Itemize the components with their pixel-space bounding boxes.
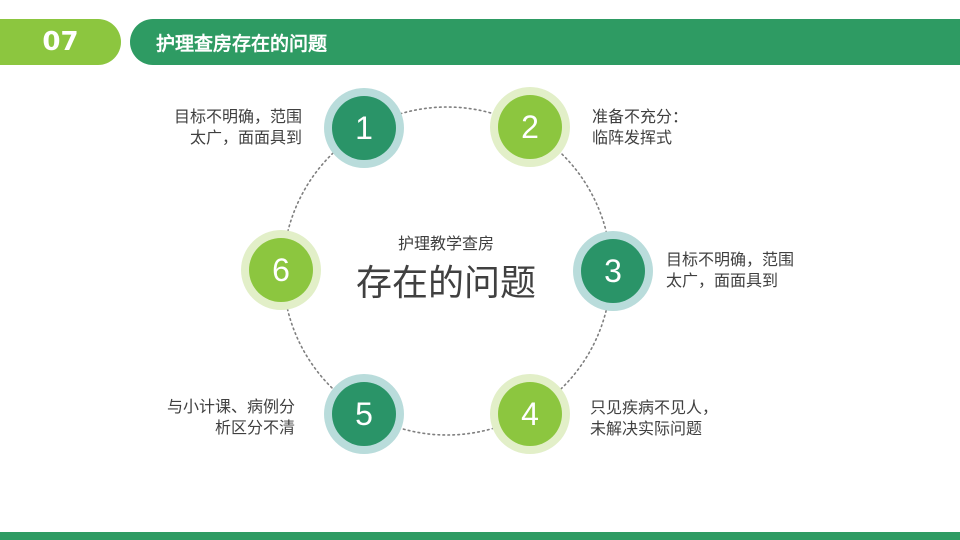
node-3: 3 xyxy=(573,231,653,311)
node-6: 6 xyxy=(241,230,321,310)
node-2-label: 准备不充分： 临阵发挥式 xyxy=(592,106,688,148)
node-3-label-line-1: 目标不明确，范围 xyxy=(666,250,795,269)
node-4-label-line-1: 只见疾病不见人， xyxy=(590,398,719,417)
node-1: 1 xyxy=(324,88,404,168)
node-5-label: 与小计课、病例分 析区分不清 xyxy=(167,396,295,438)
node-5: 5 xyxy=(324,374,404,454)
node-5-number: 5 xyxy=(332,382,396,446)
section-number-tab: 07 xyxy=(0,19,121,65)
node-2-label-line-1: 准备不充分： xyxy=(592,107,689,126)
node-4-number: 4 xyxy=(498,382,562,446)
bottom-bar xyxy=(0,532,960,540)
node-1-label-line-1: 目标不明确，范围 xyxy=(173,107,302,126)
node-4-label: 只见疾病不见人， 未解决实际问题 xyxy=(590,397,718,439)
title-bar: 护理查房存在的问题 xyxy=(130,19,960,65)
node-3-label-line-2: 太广，面面具到 xyxy=(666,271,779,290)
node-2-number: 2 xyxy=(498,95,562,159)
node-4-label-line-2: 未解决实际问题 xyxy=(590,419,703,438)
center-subtitle: 护理教学查房 xyxy=(397,234,494,253)
node-6-number: 6 xyxy=(249,238,313,302)
node-3-label: 目标不明确，范围 太广，面面具到 xyxy=(666,249,794,291)
node-1-label-line-2: 太广，面面具到 xyxy=(189,128,302,147)
page-title: 护理查房存在的问题 xyxy=(156,32,328,55)
node-1-number: 1 xyxy=(332,96,396,160)
section-number: 07 xyxy=(42,27,79,57)
node-5-label-line-1: 与小计课、病例分 xyxy=(166,397,295,416)
node-3-number: 3 xyxy=(581,239,645,303)
node-4: 4 xyxy=(490,374,570,454)
node-1-label: 目标不明确，范围 太广，面面具到 xyxy=(174,106,302,148)
node-5-label-line-2: 析区分不清 xyxy=(214,418,295,437)
node-2: 2 xyxy=(490,87,570,167)
node-2-label-line-2: 临阵发挥式 xyxy=(592,128,673,147)
center-title: 存在的问题 xyxy=(355,263,536,304)
